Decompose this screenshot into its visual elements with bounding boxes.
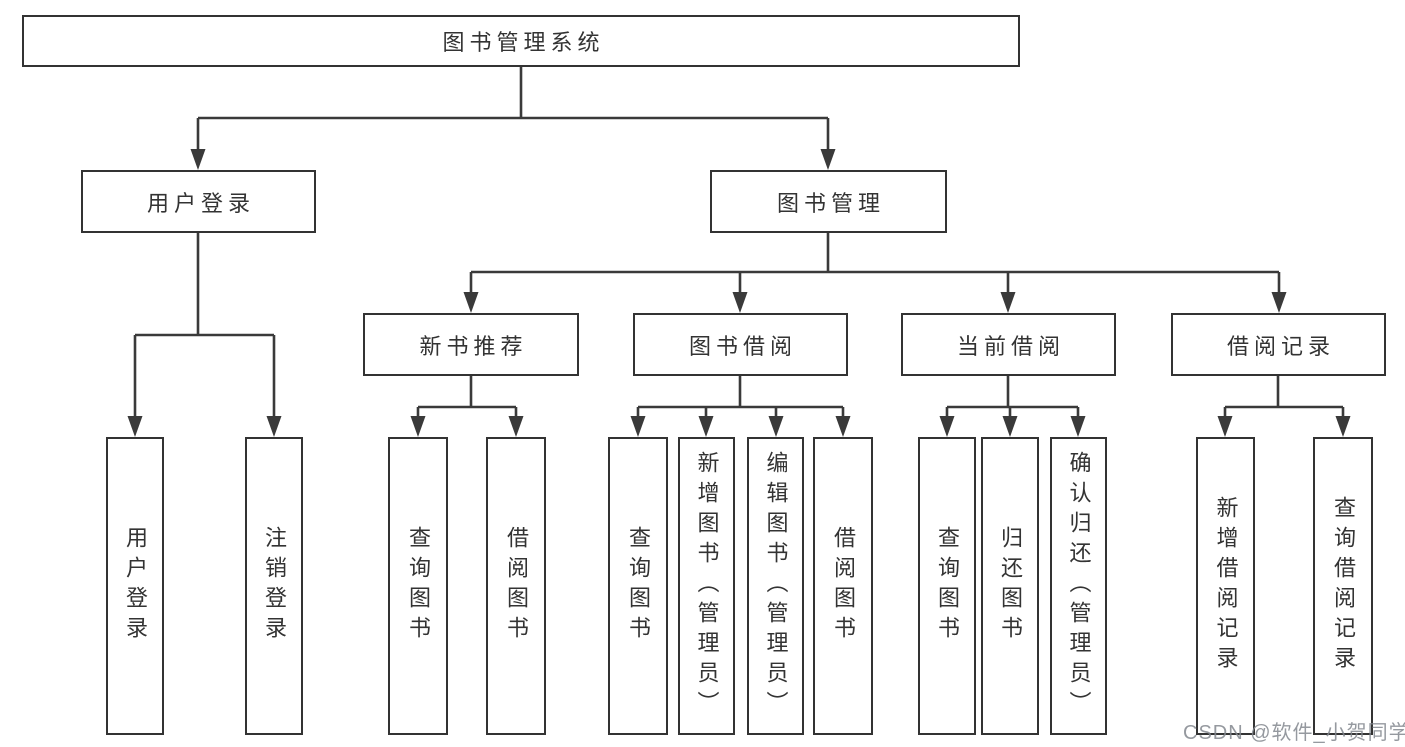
leaf-add-book-admin: 新增图书（管理员） xyxy=(678,437,735,735)
node-library-management-system: 图书管理系统 xyxy=(22,15,1020,67)
leaf-borrow-books: 借阅图书 xyxy=(813,437,873,735)
node-current-borrow: 当前借阅 xyxy=(901,313,1116,376)
leaf-logout: 注销登录 xyxy=(245,437,303,735)
node-book-borrow: 图书借阅 xyxy=(633,313,848,376)
leaf-confirm-return-admin: 确认归还（管理员） xyxy=(1050,437,1107,735)
leaf-edit-book-admin: 编辑图书（管理员） xyxy=(747,437,804,735)
leaf-query-borrow-record: 查询借阅记录 xyxy=(1313,437,1373,735)
leaf-query-books-current: 查询图书 xyxy=(918,437,976,735)
leaf-user-login: 用户登录 xyxy=(106,437,164,735)
leaf-add-borrow-record: 新增借阅记录 xyxy=(1196,437,1255,735)
leaf-return-book: 归还图书 xyxy=(981,437,1039,735)
leaf-borrow-books-recommend: 借阅图书 xyxy=(486,437,546,735)
leaf-query-books-recommend: 查询图书 xyxy=(388,437,448,735)
csdn-watermark: CSDN @软件_小贺同学 xyxy=(1183,722,1405,744)
node-book-management: 图书管理 xyxy=(710,170,947,233)
node-borrow-records: 借阅记录 xyxy=(1171,313,1386,376)
leaf-query-books-borrow: 查询图书 xyxy=(608,437,668,735)
node-new-book-recommend: 新书推荐 xyxy=(363,313,579,376)
node-user-login: 用户登录 xyxy=(81,170,316,233)
